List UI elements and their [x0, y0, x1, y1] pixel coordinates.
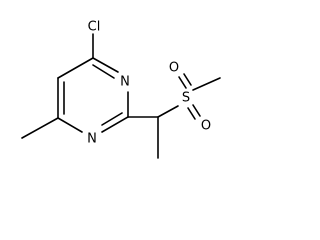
atom-label-cl: Cl	[88, 20, 101, 35]
bond-c4-c5	[57, 57, 94, 79]
bond-n1-c2	[101, 116, 129, 133]
atom-label-o-top: O	[169, 61, 179, 76]
bond-s-o-bottom-b	[192, 104, 201, 117]
bond-s-o-bottom-a	[187, 107, 196, 120]
bond-c6-n1	[57, 117, 83, 133]
bond-ch-s	[157, 105, 179, 118]
chemical-structure-diagram: Cl N N S O O	[21, 20, 221, 159]
atom-label-o-bottom: O	[201, 119, 211, 134]
bond-n3-c4	[92, 57, 119, 73]
bond-s-o-top-a	[178, 76, 187, 89]
atom-label-s: S	[182, 91, 190, 106]
bond-s-methyl	[192, 77, 221, 91]
bond-c6-methyl	[21, 117, 59, 139]
atom-label-n-bottom: N	[87, 132, 97, 147]
bond-s-o-top-b	[183, 73, 192, 86]
bond-n1-c2-double-inner	[101, 112, 123, 126]
bond-n3-c4-double-inner	[92, 64, 115, 79]
atom-label-n-top: N	[120, 75, 130, 90]
